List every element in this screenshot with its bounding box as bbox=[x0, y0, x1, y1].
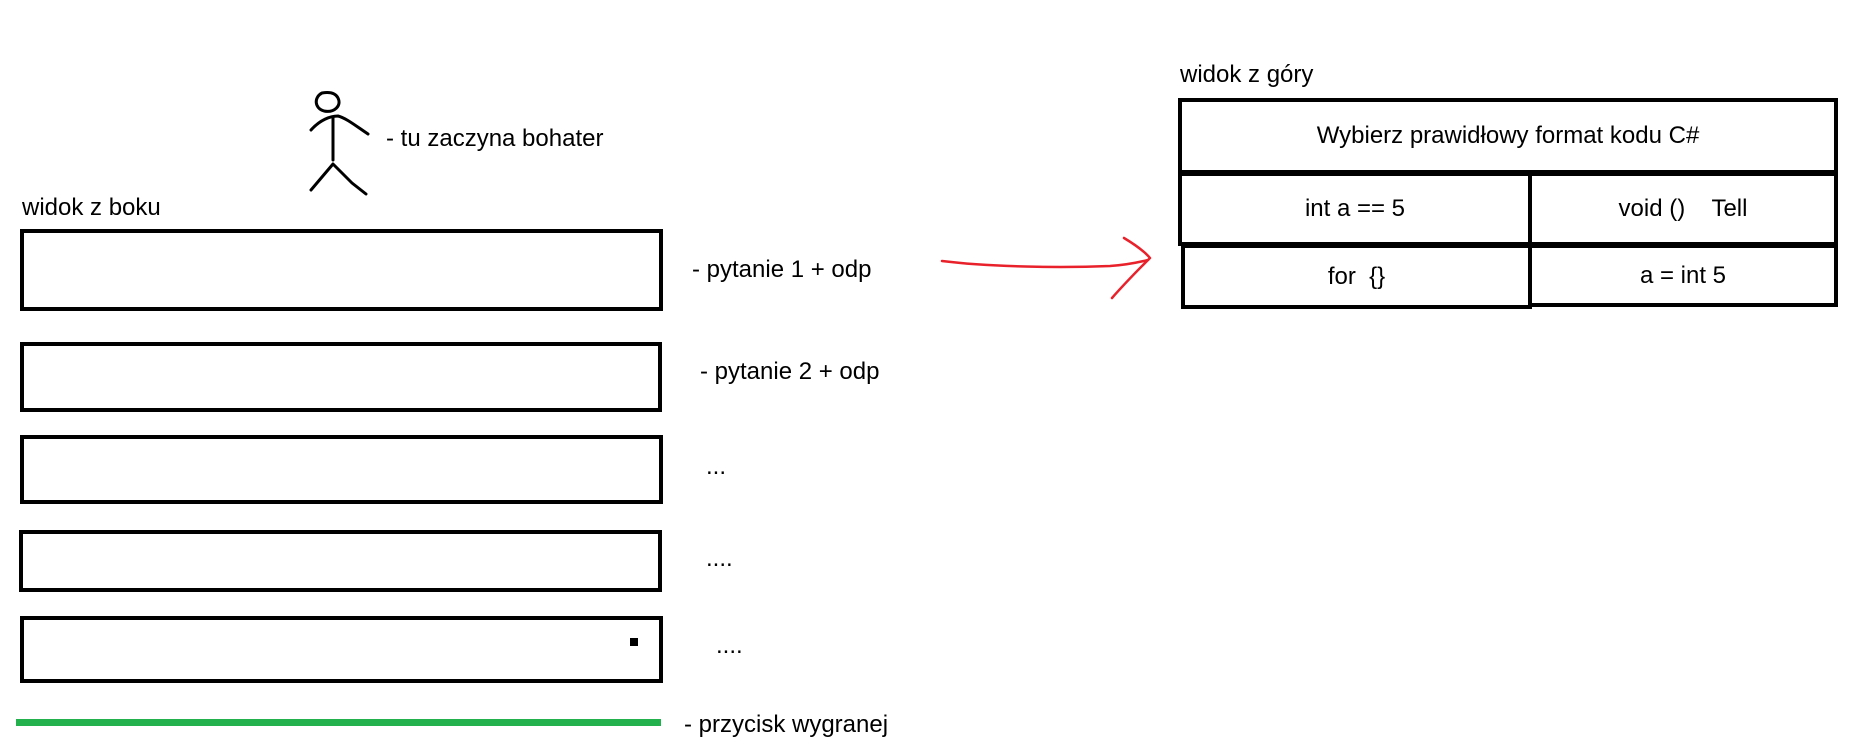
platform-5 bbox=[20, 616, 663, 683]
answer-text-1: int a == 5 bbox=[1304, 195, 1406, 222]
hero-start-label: - tu zaczyna bohater bbox=[386, 125, 604, 152]
platform-2 bbox=[20, 342, 662, 412]
answer-text-3: for {} bbox=[1327, 262, 1386, 290]
platform-label-2: - pytanie 2 + odp bbox=[700, 358, 880, 385]
platform-3 bbox=[20, 435, 663, 504]
platform-label-3: ... bbox=[706, 453, 727, 480]
answer-text-2: void () Tell bbox=[1618, 195, 1748, 222]
question-panel: Wybierz prawidłowy format kodu C# bbox=[1178, 98, 1838, 174]
platform-4 bbox=[19, 530, 662, 592]
platform-label-1: - pytanie 1 + odp bbox=[692, 256, 872, 283]
answer-cell-1[interactable]: int a == 5 bbox=[1178, 172, 1532, 246]
side-view-title: widok z boku bbox=[22, 194, 161, 221]
top-view-title: widok z góry bbox=[1180, 61, 1314, 88]
answer-cell-4[interactable]: a = int 5 bbox=[1528, 244, 1838, 307]
win-button-label: - przycisk wygranej bbox=[684, 711, 889, 738]
platform-5-marker bbox=[630, 638, 638, 646]
answer-cell-3[interactable]: for {} bbox=[1181, 244, 1532, 309]
answer-cell-2[interactable]: void () Tell bbox=[1528, 172, 1838, 246]
platform-label-5: .... bbox=[716, 632, 743, 659]
answer-text-4: a = int 5 bbox=[1639, 261, 1727, 289]
question-text: Wybierz prawidłowy format kodu C# bbox=[1316, 122, 1700, 149]
platform-label-4: .... bbox=[706, 545, 733, 572]
platform-1 bbox=[20, 229, 663, 311]
win-button-line bbox=[16, 719, 661, 726]
